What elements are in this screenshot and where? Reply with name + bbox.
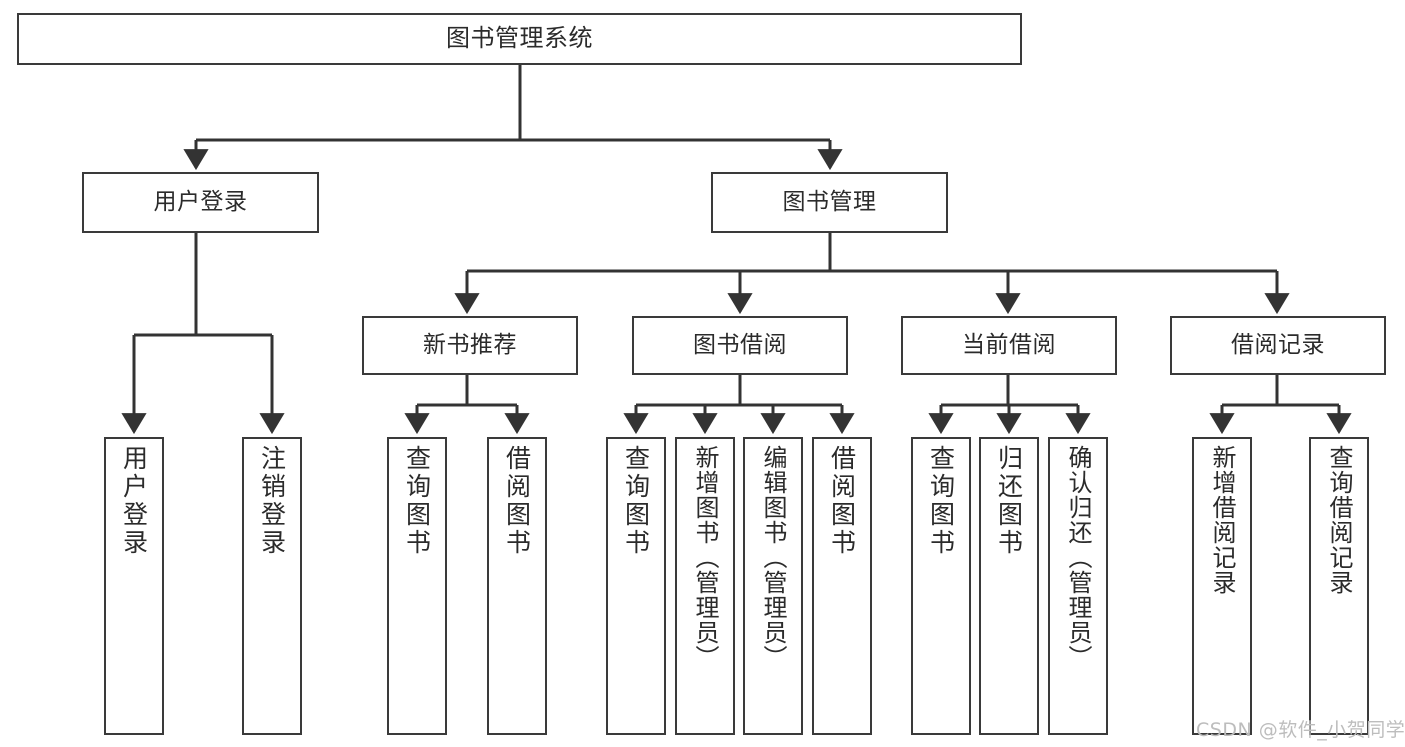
node-label: 新书推荐 (423, 332, 517, 359)
node-label: 图书管理 (782, 189, 877, 216)
node-book-borrow[interactable]: 图书借阅 (632, 316, 848, 375)
node-leaf-borrow-book-recommend[interactable]: 借阅图书 (487, 437, 547, 735)
node-leaf-borrow-book[interactable]: 借阅图书 (812, 437, 872, 735)
node-label: 用户登录 (119, 445, 149, 557)
node-label: 图书管理系统 (446, 24, 593, 53)
node-label: 注销登录 (257, 445, 287, 557)
node-label: 查询借阅记录 (1325, 445, 1353, 595)
node-label: 新增图书（管理员） (691, 445, 719, 670)
node-leaf-query-borrow-record[interactable]: 查询借阅记录 (1309, 437, 1369, 735)
node-user-login[interactable]: 用户登录 (82, 172, 319, 233)
node-leaf-query-book-borrow[interactable]: 查询图书 (606, 437, 666, 735)
node-label: 查询图书 (926, 445, 956, 557)
node-label: 借阅图书 (502, 445, 532, 557)
node-new-book-recommend[interactable]: 新书推荐 (362, 316, 578, 375)
node-leaf-add-book-admin[interactable]: 新增图书（管理员） (675, 437, 735, 735)
node-label: 查询图书 (402, 445, 432, 557)
node-book-management[interactable]: 图书管理 (711, 172, 948, 233)
node-label: 查询图书 (621, 445, 651, 557)
node-leaf-return-book[interactable]: 归还图书 (979, 437, 1039, 735)
node-leaf-add-borrow-record[interactable]: 新增借阅记录 (1192, 437, 1252, 735)
node-label: 图书借阅 (693, 332, 787, 359)
node-label: 借阅图书 (827, 445, 857, 557)
node-label: 借阅记录 (1231, 332, 1325, 359)
node-leaf-user-login[interactable]: 用户登录 (104, 437, 164, 735)
node-label: 新增借阅记录 (1208, 445, 1236, 595)
node-borrow-record[interactable]: 借阅记录 (1170, 316, 1386, 375)
node-label: 确认归还（管理员） (1064, 445, 1092, 670)
node-label: 当前借阅 (962, 332, 1056, 359)
node-label: 用户登录 (153, 189, 248, 216)
node-leaf-confirm-return-admin[interactable]: 确认归还（管理员） (1048, 437, 1108, 735)
node-label: 归还图书 (994, 445, 1024, 557)
node-leaf-query-book-recommend[interactable]: 查询图书 (387, 437, 447, 735)
node-label: 编辑图书（管理员） (759, 445, 787, 670)
node-current-borrow[interactable]: 当前借阅 (901, 316, 1117, 375)
node-leaf-query-book-current[interactable]: 查询图书 (911, 437, 971, 735)
node-leaf-logout[interactable]: 注销登录 (242, 437, 302, 735)
node-root-book-management-system[interactable]: 图书管理系统 (17, 13, 1022, 65)
node-leaf-edit-book-admin[interactable]: 编辑图书（管理员） (743, 437, 803, 735)
